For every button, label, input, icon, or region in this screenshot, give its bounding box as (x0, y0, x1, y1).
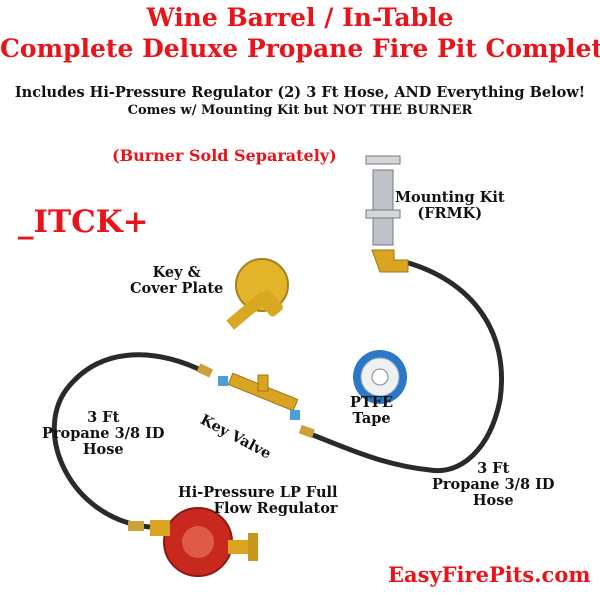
label-mounting-kit: Mounting Kit (FRMK) (395, 190, 505, 222)
hose-fitting (298, 424, 315, 439)
label-line: Propane 3/8 ID (42, 424, 165, 442)
label-line: 3 Ft (477, 460, 510, 477)
key-valve-icon (218, 372, 300, 420)
sku-code: _ITCK+ (18, 204, 149, 240)
right-hose (304, 259, 504, 474)
label-key-cover-plate: Key & Cover Plate (130, 265, 223, 297)
mounting-kit-icon (365, 155, 409, 273)
subtitle-line-1: Includes Hi-Pressure Regulator (2) 3 Ft … (14, 84, 586, 101)
left-hose (51, 352, 207, 530)
ptfe-tape-icon (353, 350, 407, 404)
label-line: Tape (352, 409, 391, 427)
label-line: Key & (152, 264, 201, 281)
brand-watermark: EasyFirePits.com (388, 562, 591, 587)
label-line: 3 Ft (87, 409, 120, 426)
label-hose-right: 3 Ft Propane 3/8 ID Hose (432, 461, 554, 509)
label-line: (FRMK) (417, 204, 483, 222)
label-regulator: Hi-Pressure LP Full Flow Regulator (178, 485, 338, 517)
label-line: Cover Plate (130, 279, 224, 297)
label-line: Propane 3/8 ID (432, 475, 555, 493)
label-line: Hose (472, 491, 514, 509)
subtitle-line-2: Comes w/ Mounting Kit but NOT THE BURNER (127, 103, 473, 118)
label-hose-left: 3 Ft Propane 3/8 ID Hose (42, 410, 164, 458)
title-line-2: Complete Deluxe Propane Fire Pit Complet… (0, 34, 600, 63)
burner-notice: (Burner Sold Separately) (112, 146, 337, 165)
hose-fitting (196, 363, 214, 378)
key-cover-plate-icon (226, 258, 289, 330)
title-line-1: Wine Barrel / In-Table (146, 3, 454, 32)
regulator-icon (150, 507, 258, 577)
label-ptfe-tape: PTFE Tape (350, 395, 393, 427)
label-line: Hose (82, 440, 124, 458)
label-line: Mounting Kit (395, 189, 505, 206)
label-line: Hi-Pressure LP Full (178, 484, 338, 501)
hose-fitting (128, 521, 144, 531)
label-line: Flow Regulator (213, 499, 338, 517)
label-line: PTFE (350, 394, 394, 411)
